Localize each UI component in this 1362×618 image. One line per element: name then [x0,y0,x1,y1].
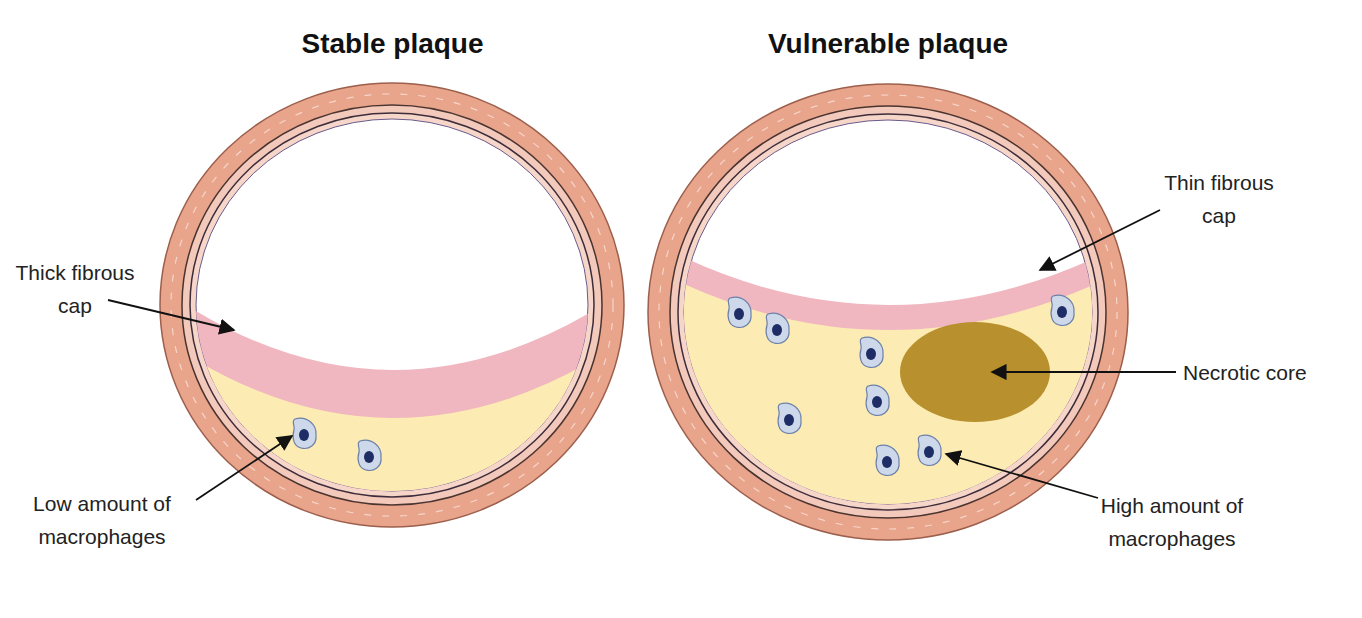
callout-label: High amount of macrophages [1074,489,1270,555]
artery-cross-section: Stable plaque [160,28,625,533]
callout-label: Thick fibrous cap [0,256,150,322]
stable-artery [150,83,640,560]
vulnerable-artery [640,84,1140,560]
callout-label: Low amount of macrophages [6,487,198,553]
artery-cross-section: Vulnerable plaque [648,28,1128,543]
leader-lines [108,210,1176,500]
callout-label: Thin fibrous cap [1146,166,1292,232]
plaque-heading: Stable plaque [160,28,625,60]
plaque-heading: Vulnerable plaque [648,28,1128,60]
callout-label: Necrotic core [1183,356,1307,389]
